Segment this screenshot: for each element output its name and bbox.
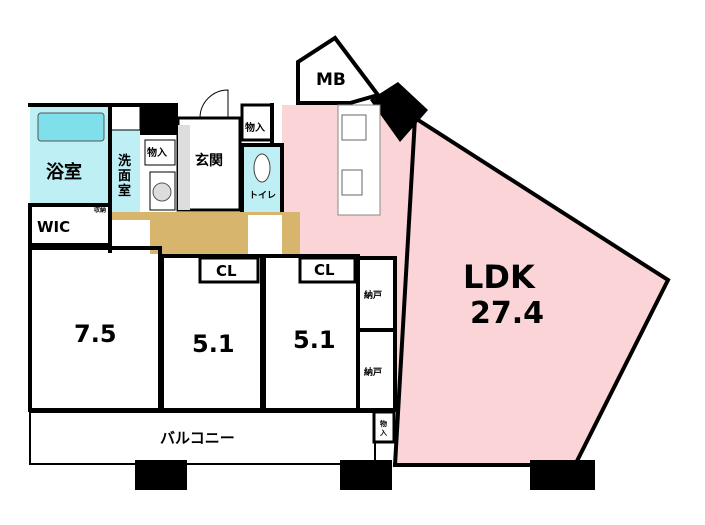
pillar — [530, 460, 595, 490]
toilet-label: トイレ — [249, 190, 276, 201]
balcony-label: バルコニー — [160, 429, 235, 447]
pillar — [340, 460, 392, 490]
nando-label: 納戸 — [364, 289, 382, 301]
stove-icon — [341, 114, 367, 141]
small-storage-label: 収納 — [94, 206, 106, 214]
storage-label: 物 — [380, 419, 387, 428]
bath-label: 浴室 — [46, 161, 82, 183]
mb-room — [296, 35, 382, 105]
washroom-label: 面 — [118, 169, 131, 184]
bedroom-2-size: 5.1 — [192, 330, 235, 358]
washroom-label: 洗 — [118, 153, 131, 169]
entrance-label: 玄関 — [195, 152, 223, 169]
mb-label: MB — [316, 70, 346, 90]
storage-nando-2 — [356, 328, 397, 412]
toilet-icon — [253, 153, 271, 183]
storage-label: 物入 — [245, 121, 265, 134]
wic-label: WIC — [37, 218, 70, 236]
closet-label: CL — [216, 262, 237, 280]
pipe-space — [140, 105, 178, 135]
nando-label: 納戸 — [364, 366, 382, 378]
storage-label: 物入 — [147, 146, 167, 159]
pillar — [135, 460, 187, 490]
closet-cl-1 — [198, 256, 260, 284]
closet-cl-2 — [298, 256, 357, 284]
balcony — [29, 411, 376, 465]
door-icon — [199, 89, 229, 119]
washer-icon — [152, 182, 172, 202]
ldk-label: LDK — [463, 258, 536, 296]
washroom-label: 室 — [118, 183, 131, 199]
bedroom-3-size: 5.1 — [293, 326, 336, 354]
pillar-diamond — [370, 82, 428, 142]
bedroom-1-size: 7.5 — [74, 320, 117, 348]
sink-icon — [341, 169, 363, 196]
ldk-size: 27.4 — [470, 296, 544, 331]
bathtub-icon — [37, 112, 105, 142]
storage-nando-1 — [356, 256, 397, 332]
closet-label: CL — [314, 261, 335, 279]
storage-label: 入 — [379, 429, 387, 437]
